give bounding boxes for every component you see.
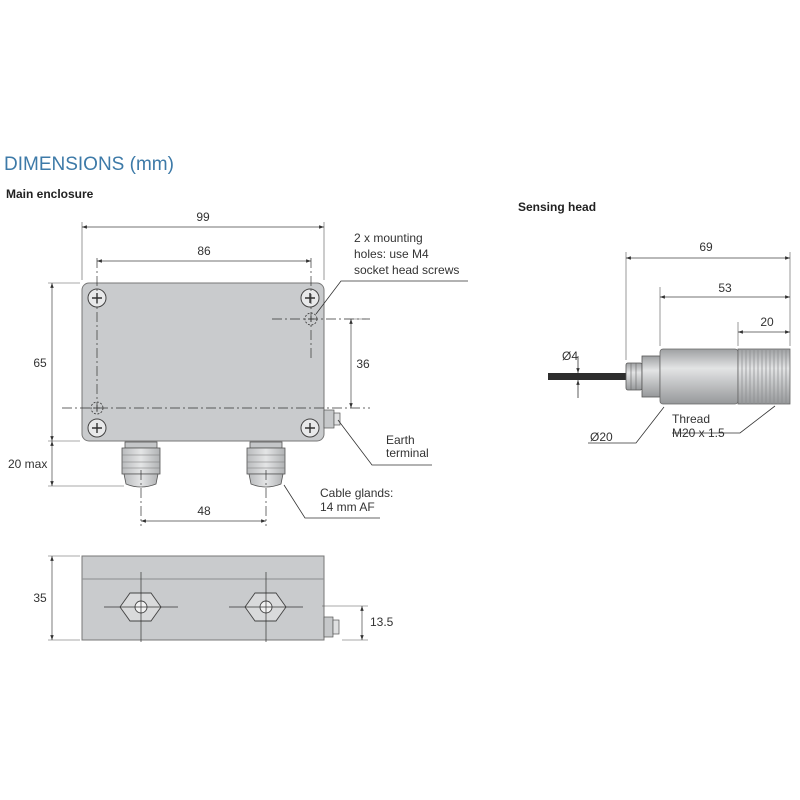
sensing-head-view: 69 53 20 Ø4 Ø20 Thread M20 x 1.5: [548, 240, 791, 444]
earth-label-line-2: terminal: [386, 446, 429, 460]
front-earth-terminal: [323, 616, 340, 638]
label-depth-35: 35: [33, 591, 47, 605]
glands-label-line-2: 14 mm AF: [320, 500, 375, 514]
label-width-86: 86: [197, 244, 211, 258]
thread-label-line-1: Thread: [672, 412, 710, 426]
sensor-cable-nut: [625, 362, 643, 391]
front-gland-left: [104, 572, 178, 642]
enclosure-body: [81, 282, 325, 442]
earth-leader: [337, 419, 432, 466]
cable-gland-left: [121, 441, 161, 488]
sensor-body: [659, 348, 739, 405]
label-gland-20max: 20 max: [8, 457, 47, 471]
corner-screw-bl: [87, 418, 107, 438]
label-length-69: 69: [699, 240, 713, 254]
earth-terminal: [323, 409, 341, 429]
main-enclosure-heading: Main enclosure: [6, 187, 94, 201]
label-width-99: 99: [196, 210, 210, 224]
mounting-leader: [315, 280, 468, 315]
mounting-note-line-1: 2 x mounting: [354, 231, 423, 245]
page-title: DIMENSIONS (mm): [4, 154, 174, 175]
mounting-note-line-3: socket head screws: [354, 263, 459, 277]
cable-gland-right: [246, 441, 286, 488]
label-hole-36: 36: [356, 357, 370, 371]
thread-label-line-2: M20 x 1.5: [672, 426, 725, 440]
front-gland-right: [229, 572, 303, 642]
glands-label-line-1: Cable glands:: [320, 486, 393, 500]
sensing-head-heading: Sensing head: [518, 200, 597, 214]
enclosure-front-view: 35 13.5: [33, 555, 394, 642]
body-diameter-leader: [588, 406, 665, 444]
enclosure-top-view: 99 86 65 36 20 max 48 2 x mounting holes…: [8, 210, 468, 526]
sensor-thread: [737, 348, 791, 405]
label-gland-spacing-48: 48: [197, 504, 211, 518]
label-body-d20: Ø20: [590, 430, 613, 444]
mounting-note-line-2: holes: use M4: [354, 247, 429, 261]
earth-label-line-1: Earth: [386, 433, 415, 447]
thread-leader: [672, 405, 776, 434]
sensor-cable: [548, 373, 626, 380]
label-length-53: 53: [718, 281, 732, 295]
label-height-65: 65: [33, 356, 47, 370]
sensor-hex-nut: [641, 355, 661, 398]
label-earth-height-13-5: 13.5: [370, 615, 394, 629]
enclosure-front-body: [81, 555, 325, 641]
corner-screw-tr: [300, 288, 320, 308]
gland-leader: [283, 484, 380, 519]
label-cable-d4: Ø4: [562, 349, 578, 363]
corner-screw-br: [300, 418, 320, 438]
label-length-20: 20: [760, 315, 774, 329]
